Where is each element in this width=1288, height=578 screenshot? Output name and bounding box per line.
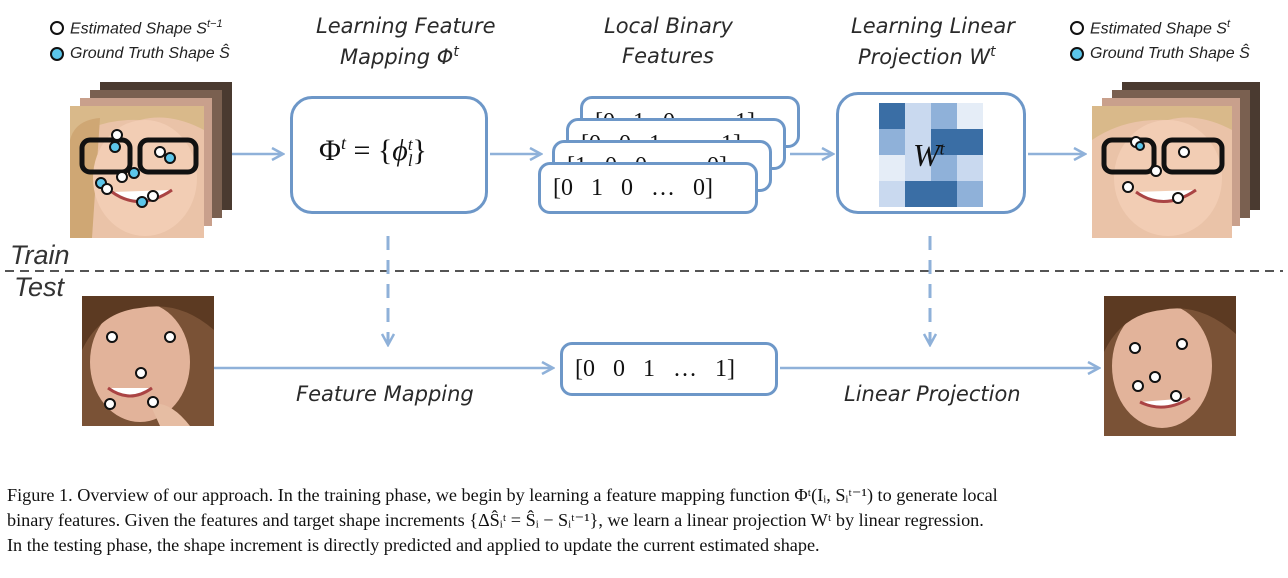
weight-label: Wt <box>913 137 945 173</box>
weight-cell <box>879 103 905 129</box>
linear-projection-box: Wt <box>836 92 1026 214</box>
weight-cell <box>905 103 931 129</box>
test-landmark-dots <box>104 331 176 410</box>
caption-line-1: Figure 1. Overview of our approach. In t… <box>7 485 998 505</box>
legend-estimated-right: Estimated Shape St <box>1070 18 1230 38</box>
legend-ground-truth-right: Ground Truth Shape Ŝ <box>1070 45 1250 63</box>
estimated-dot-icon <box>50 21 64 36</box>
weight-cell <box>879 129 905 155</box>
caption-line-2: binary features. Given the features and … <box>7 510 984 530</box>
weight-cell <box>879 155 905 181</box>
weight-cell <box>957 155 983 181</box>
header-projection-w: Projection Wt <box>858 44 996 69</box>
test-feature-vector: [0 0 1 … 1] <box>560 342 778 396</box>
header-learning-feature: Learning Feature <box>316 14 496 38</box>
weight-cell <box>957 129 983 155</box>
linear-projection-label: Linear Projection <box>844 382 1021 406</box>
weight-cell <box>931 103 957 129</box>
estimated-dot-icon <box>1070 21 1084 36</box>
predicted-landmark-dots <box>1129 338 1188 402</box>
weight-cell <box>905 129 931 155</box>
caption-line-3: In the testing phase, the shape incremen… <box>7 535 820 555</box>
weight-cell <box>905 155 931 181</box>
weight-matrix <box>879 103 983 207</box>
train-landmark-dots <box>95 129 176 208</box>
weight-cell <box>905 181 931 207</box>
header-learning-linear: Learning Linear <box>851 14 1015 38</box>
weight-cell <box>957 181 983 207</box>
train-phase-label: Train <box>10 240 70 270</box>
updated-landmark-dots <box>1122 136 1190 204</box>
legend-estimated-left: Estimated Shape St−1 <box>50 18 223 38</box>
ground-truth-dot-icon <box>50 47 64 61</box>
weight-cell <box>957 103 983 129</box>
header-mapping-phi: Mapping Φt <box>340 44 459 69</box>
header-features: Features <box>622 44 714 68</box>
header-local-binary: Local Binary <box>604 14 733 38</box>
weight-cell <box>931 129 957 155</box>
weight-cell <box>931 181 957 207</box>
figure-caption: Figure 1. Overview of our approach. In t… <box>7 483 1282 558</box>
ground-truth-dot-icon <box>1070 47 1084 61</box>
weight-cell <box>931 155 957 181</box>
feature-mapping-label: Feature Mapping <box>296 382 474 406</box>
feature-vector-card-1: [0 1 0 … 0] <box>538 162 758 214</box>
test-phase-label: Test <box>14 272 65 302</box>
legend-ground-truth-left: Ground Truth Shape Ŝ <box>50 45 230 63</box>
weight-cell <box>879 181 905 207</box>
